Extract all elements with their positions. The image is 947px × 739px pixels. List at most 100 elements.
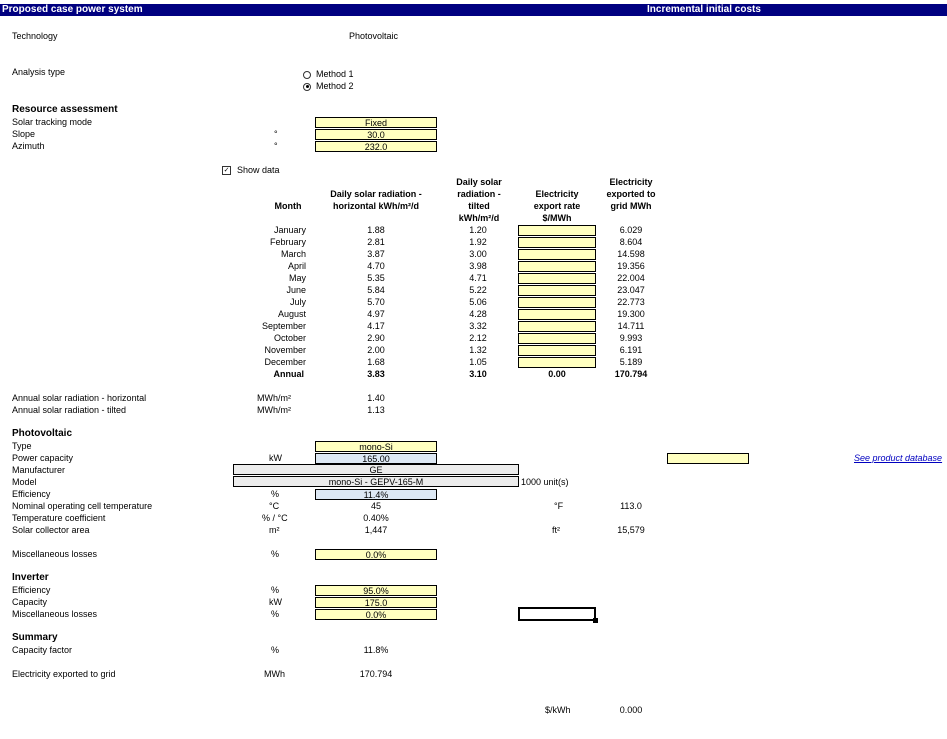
pv-misc-losses-input[interactable]: 0.0%	[315, 549, 437, 560]
inverter-efficiency-input[interactable]: 95.0%	[315, 585, 437, 596]
elec-exported-value: 170.794	[359, 669, 393, 679]
annual-rad-horiz-unit: MWh/m²	[257, 393, 291, 403]
exported-energy: 8.604	[619, 237, 643, 247]
horizontal-radiation: 4.97	[367, 309, 385, 319]
pv-model-select[interactable]: mono-Si - GEPV-165-M	[233, 476, 519, 487]
header-title-right: Incremental initial costs	[647, 4, 761, 15]
col-header-tilted: Daily solar radiation - tilted kWh/m²/d	[456, 177, 502, 223]
month-label: November	[264, 345, 306, 355]
capacity-factor-unit: %	[271, 645, 280, 655]
method2-radio[interactable]: Method 2	[303, 80, 354, 92]
month-label: October	[273, 333, 306, 343]
tilted-radiation: 3.98	[469, 261, 487, 271]
export-rate-input[interactable]	[518, 333, 596, 344]
header-bar: Proposed case power system Incremental i…	[0, 4, 947, 16]
incremental-cost-input[interactable]	[667, 453, 749, 464]
month-label: July	[289, 297, 306, 307]
exported-energy: 6.029	[619, 225, 643, 235]
exported-energy: 9.993	[619, 333, 643, 343]
month-label: May	[288, 273, 306, 283]
noct-label: Nominal operating cell temperature	[12, 501, 153, 511]
export-rate-input[interactable]	[518, 225, 596, 236]
export-rate-input[interactable]	[518, 345, 596, 356]
inverter-misc-losses-input[interactable]: 0.0%	[315, 609, 437, 620]
radio-icon	[303, 70, 311, 79]
pv-misc-losses-label: Miscellaneous losses	[12, 549, 98, 559]
product-database-link[interactable]: See product database	[854, 453, 943, 463]
pv-manufacturer-label: Manufacturer	[12, 465, 66, 475]
azimuth-unit: °	[274, 141, 278, 151]
horizontal-radiation: 1.68	[367, 357, 385, 367]
export-rate-input[interactable]	[518, 321, 596, 332]
pv-efficiency-input[interactable]: 11.4%	[315, 489, 437, 500]
export-rate-input[interactable]	[518, 273, 596, 284]
annual-tilted: 3.10	[469, 369, 487, 379]
tilted-radiation: 4.71	[469, 273, 487, 283]
slope-input[interactable]: 30.0	[315, 129, 437, 140]
exported-energy: 19.300	[617, 309, 645, 319]
pv-manufacturer-select[interactable]: GE	[233, 464, 519, 475]
export-rate-input[interactable]	[518, 357, 596, 368]
pv-type-select[interactable]: mono-Si	[315, 441, 437, 452]
tilted-radiation: 5.06	[469, 297, 487, 307]
month-label: December	[264, 357, 306, 367]
slope-label: Slope	[12, 129, 36, 139]
annual-rad-tilt-label: Annual solar radiation - tilted	[12, 405, 127, 415]
noct-value-f: 113.0	[620, 501, 642, 511]
pv-misc-losses-unit: %	[271, 549, 280, 559]
export-rate-input[interactable]	[518, 249, 596, 260]
month-label: January	[273, 225, 306, 235]
month-label: March	[280, 249, 306, 259]
horizontal-radiation: 2.90	[367, 333, 385, 343]
technology-label: Technology	[12, 31, 58, 41]
annual-exported: 170.794	[614, 369, 648, 379]
exported-energy: 22.004	[617, 273, 645, 283]
collector-area-unit: m²	[269, 525, 280, 535]
month-label: February	[269, 237, 306, 247]
horizontal-radiation: 2.00	[367, 345, 385, 355]
export-rate-input[interactable]	[518, 237, 596, 248]
tracking-mode-label: Solar tracking mode	[12, 117, 93, 127]
inverter-efficiency-label: Efficiency	[12, 585, 51, 595]
inverter-efficiency-unit: %	[271, 585, 280, 595]
cost-unit: $/kWh	[545, 705, 571, 715]
col-header-month: Month	[274, 201, 302, 211]
temp-coef-unit: % / °C	[262, 513, 288, 523]
month-label: September	[261, 321, 306, 331]
tilted-radiation: 5.22	[469, 285, 487, 295]
noct-value: 45	[370, 501, 381, 511]
elec-exported-label: Electricity exported to grid	[12, 669, 116, 679]
tilted-radiation: 2.12	[469, 333, 487, 343]
active-cell-selection[interactable]	[518, 607, 596, 621]
horizontal-radiation: 5.84	[367, 285, 385, 295]
pv-efficiency-unit: %	[271, 489, 280, 499]
show-data-checkbox[interactable]: ✓Show data	[222, 165, 280, 176]
technology-value: Photovoltaic	[349, 31, 399, 41]
inverter-capacity-input[interactable]: 175.0	[315, 597, 437, 608]
horizontal-radiation: 2.81	[367, 237, 385, 247]
tilted-radiation: 1.92	[469, 237, 487, 247]
tilted-radiation: 1.32	[469, 345, 487, 355]
export-rate-input[interactable]	[518, 285, 596, 296]
collector-area-value-ft: 15,579	[617, 525, 645, 535]
tilted-radiation: 1.05	[469, 357, 487, 367]
annual-row-label: Annual	[273, 369, 305, 379]
horizontal-radiation: 1.88	[367, 225, 385, 235]
pv-power-input[interactable]: 165.00	[315, 453, 437, 464]
export-rate-input[interactable]	[518, 309, 596, 320]
azimuth-input[interactable]: 232.0	[315, 141, 437, 152]
fill-handle[interactable]	[593, 618, 598, 623]
noct-unit-f: °F	[554, 501, 564, 511]
analysis-type-label: Analysis type	[12, 67, 66, 77]
slope-unit: °	[274, 129, 278, 139]
export-rate-input[interactable]	[518, 261, 596, 272]
col-header-horizontal: Daily solar radiation - horizontal kWh/m…	[330, 189, 422, 211]
method1-radio[interactable]: Method 1	[303, 68, 354, 80]
export-rate-input[interactable]	[518, 297, 596, 308]
elec-exported-unit: MWh	[264, 669, 285, 679]
horizontal-radiation: 5.70	[367, 297, 385, 307]
horizontal-radiation: 4.17	[367, 321, 385, 331]
exported-energy: 19.356	[617, 261, 645, 271]
annual-rad-tilt-unit: MWh/m²	[257, 405, 291, 415]
tracking-mode-select[interactable]: Fixed	[315, 117, 437, 128]
